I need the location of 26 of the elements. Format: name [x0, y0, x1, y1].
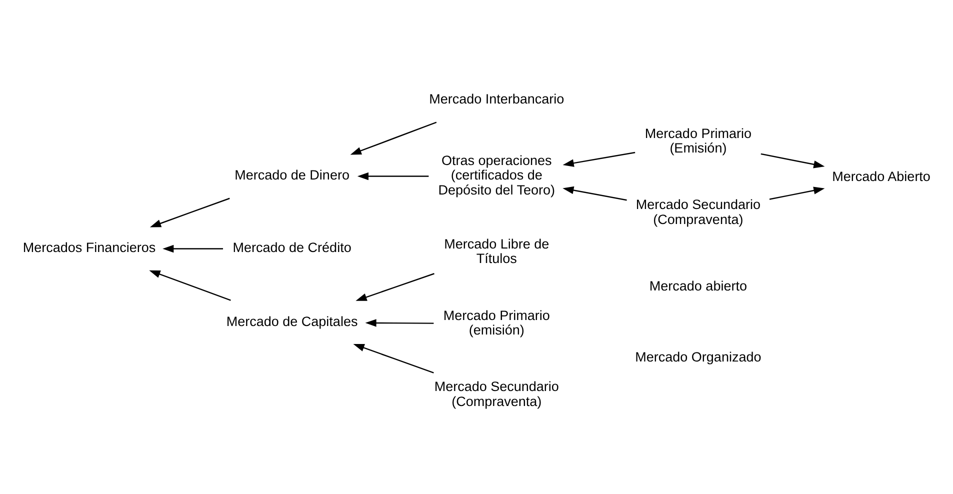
node-text: Mercado de Dinero — [234, 167, 349, 182]
label: Mercado Organizado — [634, 349, 761, 364]
node-text: Mercados Financieros — [22, 240, 156, 255]
node-text: Mercado de Crédito — [232, 240, 351, 255]
arrow — [768, 186, 824, 200]
arrow — [352, 343, 434, 373]
node-text: Mercado Primario (emisión) — [442, 307, 550, 338]
arrow — [760, 152, 824, 168]
arrow — [149, 197, 230, 227]
node-text: Mercado de Capitales — [226, 313, 358, 328]
node-text: Mercado Primario (Emisión) — [644, 125, 751, 156]
arrow — [562, 151, 635, 166]
arrow — [356, 172, 428, 180]
arrow — [148, 270, 230, 300]
node-text: Mercado Secundario (Compraventa) — [635, 196, 760, 226]
arrow — [350, 121, 436, 154]
arrow — [355, 272, 434, 300]
node-text: Mercado Secundario (Compraventa) — [434, 378, 558, 408]
node-text: Mercado Abierto — [832, 168, 930, 184]
arrow — [562, 186, 626, 200]
node-text: Otras operaciones (certificados de Depósito del Teoro) — [438, 152, 555, 197]
label: Mercado abierto — [648, 278, 746, 293]
arrow — [162, 244, 223, 252]
node-text: Mercado Interbancario — [428, 90, 564, 106]
node-text: Mercado Libre de Títulos — [444, 236, 549, 266]
arrow — [364, 318, 434, 326]
